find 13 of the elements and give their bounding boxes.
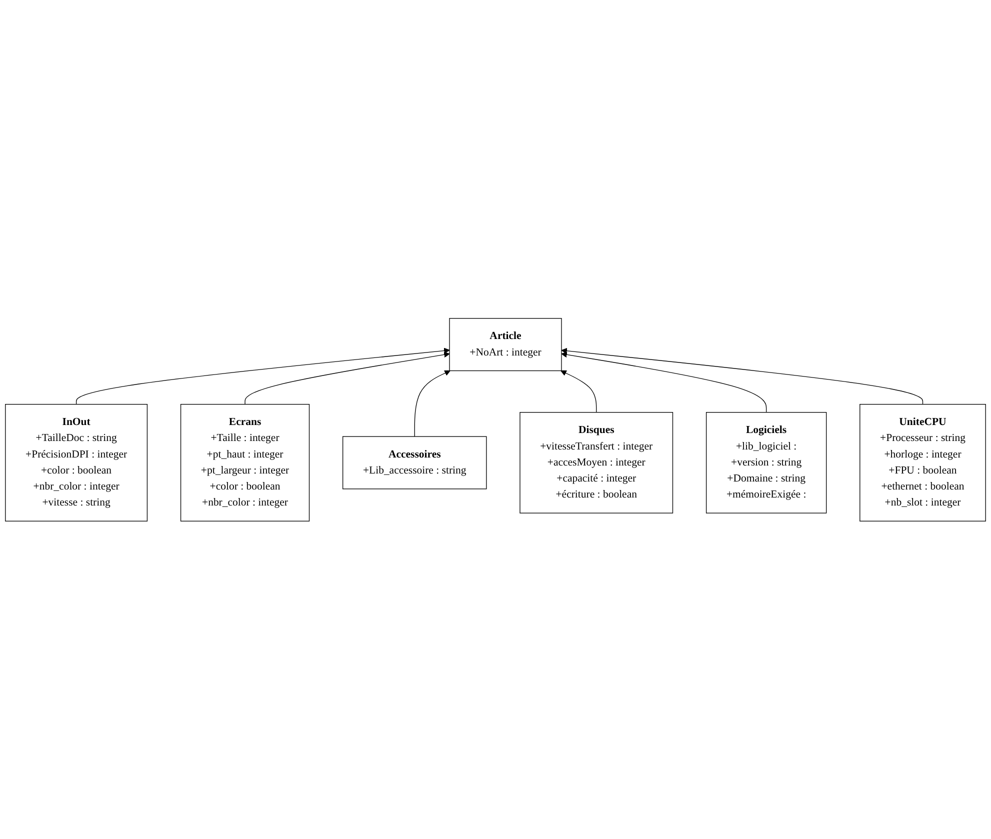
arrow — [560, 370, 597, 412]
arrow — [414, 370, 450, 437]
arrow — [561, 348, 924, 404]
node-box: Article +NoArt : integer — [449, 318, 562, 371]
node-box: UniteCPU +Processeur : string +horloge : integer +FPU : boolean +ethernet : boolean +nb_slot : integer — [860, 404, 986, 522]
node-box: Disques +vitesseTransfert : integer +accesMoyen : integer +capacité : integer +écriture : boolean — [520, 412, 674, 514]
node-box: Accessoires +Lib_accessoire : string — [342, 436, 487, 489]
node-box: InOut +TailleDoc : string +PrécisionDPI : integer +color : boolean +nbr_color : integer +vitesse : string — [5, 404, 148, 522]
arrow — [76, 348, 450, 404]
node-box: Ecrans +Taille : integer +pt_haut : integer +pt_largeur : integer +color : boolean +nbr_color : integer — [180, 404, 310, 522]
node-box: Logiciels +lib_logiciel : +version : string +Domaine : string +mémoireExigée : — [706, 412, 827, 514]
arrow — [244, 352, 450, 404]
arrow — [561, 351, 767, 412]
